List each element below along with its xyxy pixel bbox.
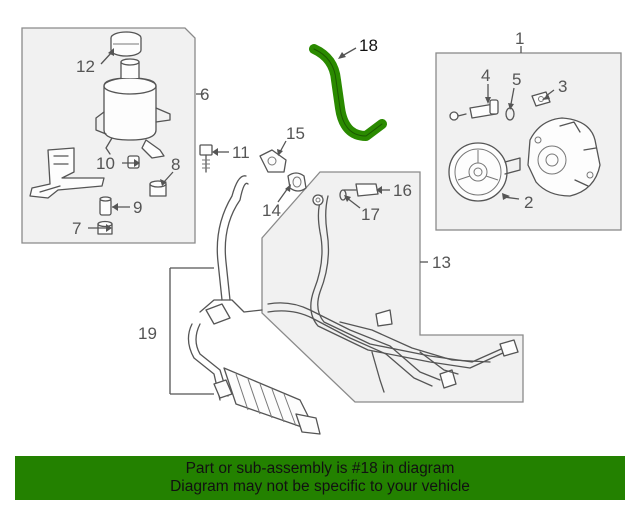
pressure-switch-part[interactable] [343,183,379,197]
pulley-part[interactable] [448,142,521,202]
info-banner: Part or sub-assembly is #18 in diagram D… [15,456,625,500]
parts-diagram: 1 2 3 4 5 6 7 8 9 10 11 12 13 14 15 16 1… [21,27,622,435]
callout-9: 9 [133,198,142,217]
callout-7: 7 [72,219,81,238]
banner-line-1: Part or sub-assembly is #18 in diagram [185,460,455,477]
flow-control-valve-part[interactable] [531,91,551,107]
callout-4: 4 [481,66,490,85]
leader-lines [88,46,555,263]
reservoir-assembly-group [21,27,196,244]
return-hose-18-highlighted[interactable] [309,44,387,141]
callout-17: 17 [361,205,380,224]
fitting-4-part[interactable] [469,99,499,119]
callout-6: 6 [200,85,209,104]
callout-16: 16 [393,181,412,200]
gasket-14-part[interactable] [287,172,307,192]
bolt-11-part[interactable] [199,144,213,173]
oil-cooler-part[interactable] [187,175,321,435]
gasket-17-part[interactable] [339,189,347,201]
callout-1: 1 [515,29,524,48]
callout-12: 12 [76,57,95,76]
return-hose-18-outline [313,48,383,137]
callout-3: 3 [558,77,567,96]
pump-bolt-part[interactable] [449,111,467,121]
callout-labels: 1 2 3 4 5 6 7 8 9 10 11 12 13 14 15 16 1… [72,29,567,343]
reservoir-bracket-part[interactable] [29,147,105,199]
pump-body-part[interactable] [527,117,601,197]
reservoir-body-part[interactable] [95,58,171,159]
callout-11: 11 [232,143,250,162]
callout-19: 19 [138,324,157,343]
collar-9-part[interactable] [99,196,112,216]
callout-8: 8 [171,155,180,174]
pressure-hose-part[interactable] [267,194,519,393]
callout-13: 13 [432,253,451,272]
callout-2: 2 [524,193,533,212]
callout-14: 14 [262,201,281,220]
union-bolt-part[interactable] [259,149,287,173]
banner-line-2: Diagram may not be specific to your vehi… [170,478,470,495]
pump-assembly-group [435,52,622,231]
reservoir-cap-part[interactable] [110,31,142,57]
callout-10: 10 [96,154,115,173]
callout-18: 18 [359,36,378,55]
callout-5: 5 [512,70,521,89]
callout-15: 15 [286,124,305,143]
